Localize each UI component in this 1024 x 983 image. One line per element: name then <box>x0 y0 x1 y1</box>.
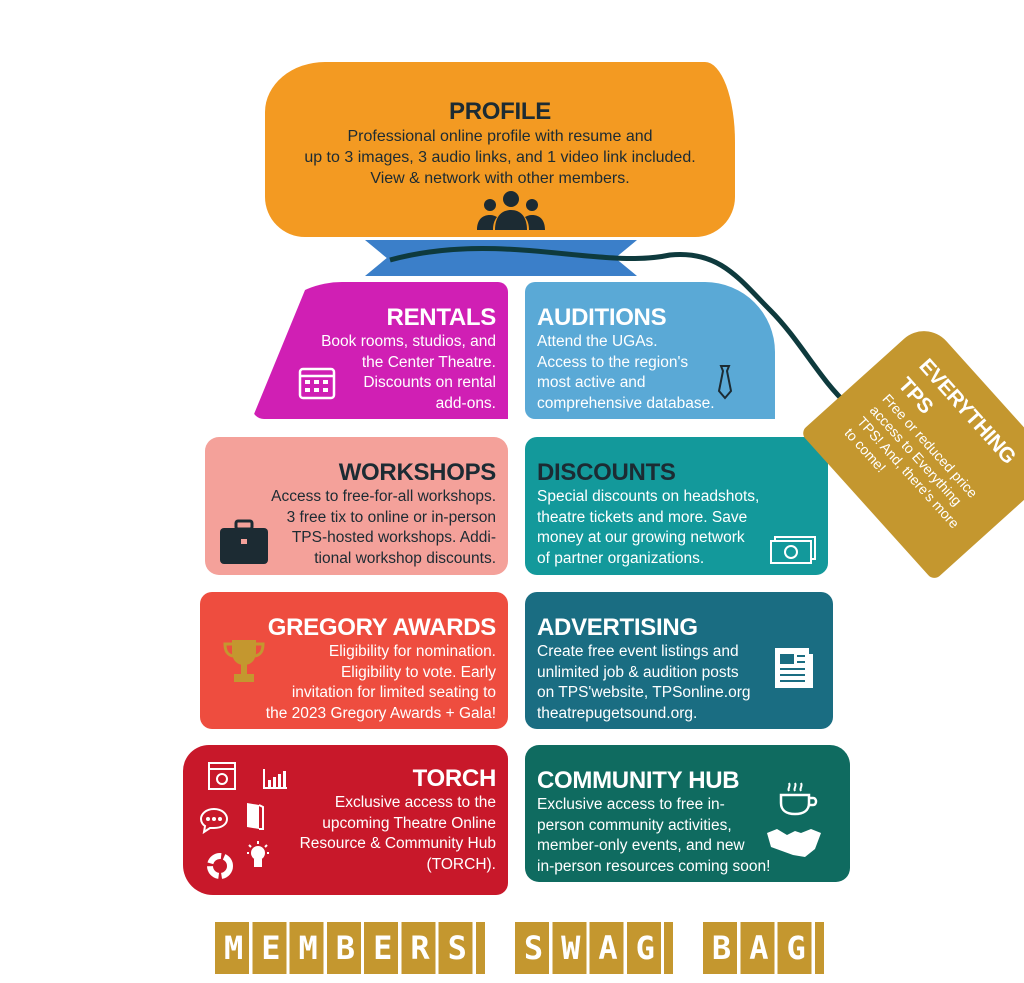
community-title: COMMUNITY HUB <box>537 767 740 794</box>
coffee-cup-icon <box>779 782 818 816</box>
torch-line: (TORCH). <box>426 855 496 873</box>
advertising-line: unlimited job & audition posts <box>537 663 739 681</box>
advertising-line: Create free event listings and <box>537 643 739 660</box>
money-icon <box>770 536 816 564</box>
discounts-panel: DISCOUNTS Special discounts on headshots… <box>525 437 828 575</box>
profile-panel: PROFILE Professional online profile with… <box>265 62 735 237</box>
profile-line: up to 3 images, 3 audio links, and 1 vid… <box>304 149 696 166</box>
torch-panel: TORCH Exclusive access to the upcoming T… <box>183 745 508 895</box>
profile-line: Professional online profile with resume … <box>347 128 653 145</box>
discounts-line: money at our growing network <box>537 529 745 546</box>
rentals-line: add-ons. <box>435 394 496 412</box>
gregory-line: Eligibility for nomination. <box>328 643 496 660</box>
discounts-title: DISCOUNTS <box>537 459 676 486</box>
banner-word-bag: BAG <box>702 922 824 974</box>
gregory-line: the 2023 Gregory Awards + Gala! <box>265 704 496 722</box>
rentals-line: Discounts on rental <box>363 374 496 391</box>
workshops-line: tional workshop discounts. <box>314 549 496 567</box>
workshops-line: 3 free tix to online or in-person <box>286 508 496 526</box>
lightbulb-icon <box>247 841 269 867</box>
workshops-line: TPS-hosted workshops. Addi- <box>291 529 496 546</box>
tag-string <box>389 246 850 407</box>
newspaper-icon <box>775 648 813 688</box>
advertising-line: on TPS'website, TPSonline.org <box>537 684 751 701</box>
community-hub-panel: COMMUNITY HUB Exclusive access to free i… <box>525 745 850 882</box>
necktie-icon <box>717 365 733 400</box>
auditions-title: AUDITIONS <box>537 304 667 331</box>
handshake-icon <box>767 829 821 857</box>
rentals-line: the Center Theatre. <box>361 353 496 371</box>
banner-word-swag: SWAG <box>514 922 673 974</box>
advertising-title: ADVERTISING <box>537 614 698 641</box>
auditions-line: Access to the region's <box>537 353 689 371</box>
chart-icon <box>263 769 287 789</box>
briefcase-icon <box>220 519 268 564</box>
community-line: member-only events, and new <box>537 837 745 854</box>
auditions-line: comprehensive database. <box>537 394 715 412</box>
community-line: person community activities, <box>537 816 732 834</box>
community-line: in-person resources coming soon! <box>537 857 771 875</box>
torch-line: Exclusive access to the <box>334 794 496 811</box>
browser-icon <box>208 762 236 790</box>
gregory-line: invitation for limited seating to <box>291 684 496 701</box>
people-icon <box>477 191 545 230</box>
advertising-panel: ADVERTISING Create free event listings a… <box>525 592 833 729</box>
book-icon <box>247 803 264 830</box>
gregory-line: Eligibility to vote. Early <box>340 663 496 681</box>
calendar-icon <box>298 367 336 400</box>
cycle-icon <box>207 853 233 879</box>
discounts-line: of partner organizations. <box>537 549 705 567</box>
gregory-title: GREGORY AWARDS <box>267 614 497 641</box>
banner-word-members: MEMBERS <box>215 922 485 974</box>
torch-line: upcoming Theatre Online <box>322 814 496 832</box>
rentals-panel: RENTALS Book rooms, studios, and the Cen… <box>252 282 508 419</box>
profile-title: PROFILE <box>449 98 551 125</box>
torch-line: Resource & Community Hub <box>299 835 496 852</box>
discounts-line: Special discounts on headshots, <box>537 488 760 505</box>
auditions-line: most active and <box>537 374 646 391</box>
rentals-title: RENTALS <box>386 304 497 331</box>
gregory-awards-panel: GREGORY AWARDS Eligibility for nominatio… <box>200 592 508 729</box>
chat-icon <box>199 807 229 835</box>
torch-title: TORCH <box>412 765 497 792</box>
workshops-line: Access to free-for-all workshops. <box>271 488 496 505</box>
workshops-panel: WORKSHOPS Access to free-for-all worksho… <box>205 437 508 575</box>
discounts-line: theatre tickets and more. Save <box>537 508 748 526</box>
advertising-line: theatrepugetsound.org. <box>537 704 698 722</box>
trophy-icon <box>223 640 265 682</box>
auditions-line: Attend the UGAs. <box>537 333 658 350</box>
workshops-title: WORKSHOPS <box>338 459 497 486</box>
auditions-panel: AUDITIONS Attend the UGAs. Access to the… <box>525 282 775 419</box>
profile-line: View & network with other members. <box>370 170 630 187</box>
members-swag-bag-title: MEMBERS SWAG BAG <box>215 920 825 976</box>
rentals-line: Book rooms, studios, and <box>321 333 496 350</box>
community-line: Exclusive access to free in- <box>537 796 725 813</box>
